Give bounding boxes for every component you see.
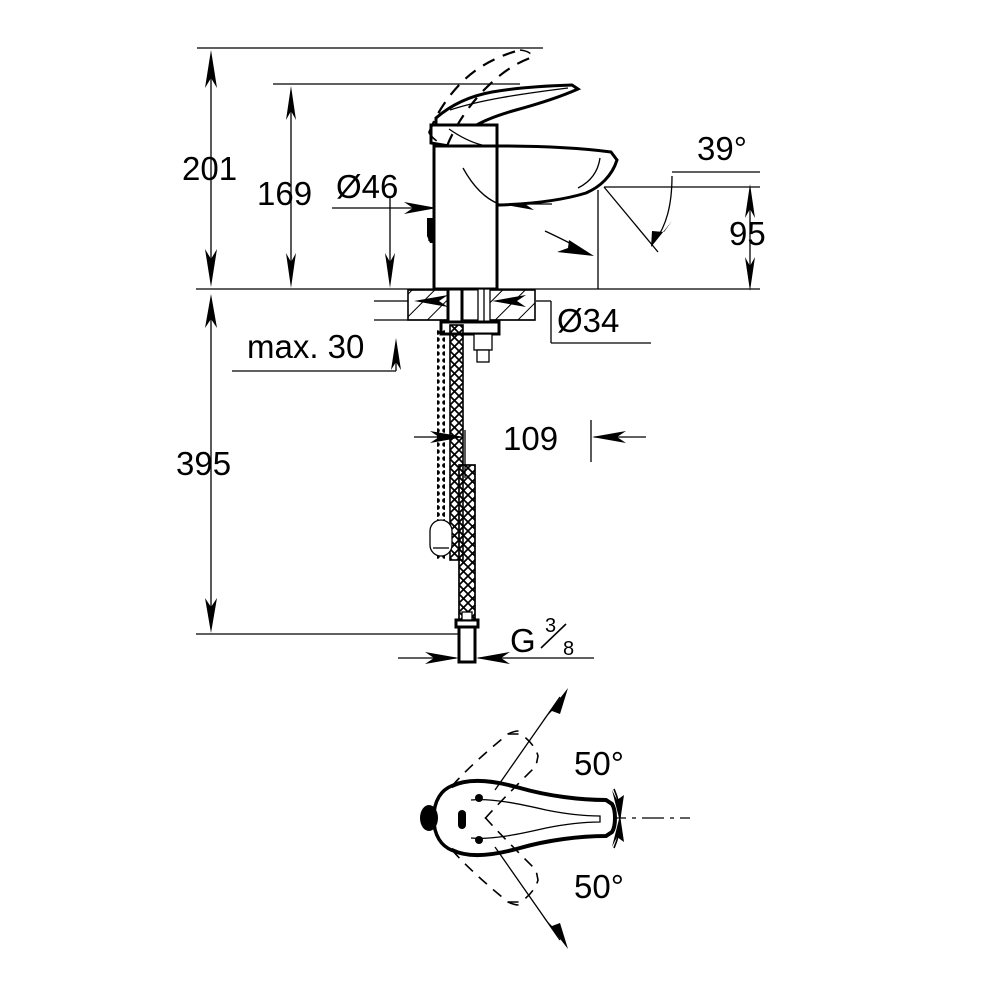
plan-lever-ghost-down — [451, 813, 539, 906]
plan-ghost-up-outline — [451, 733, 539, 823]
plan-lever-inner-seam — [470, 798, 601, 840]
dim-g38-arrow-right — [476, 652, 510, 664]
dim-95-arrow-bottom — [745, 257, 755, 291]
dim-169-label: 169 — [257, 175, 312, 212]
dimension-d46: Ø46 — [332, 168, 437, 214]
dim-39deg-arc-arrow — [651, 221, 672, 247]
dimension-201: 201 — [182, 50, 237, 287]
mounting-shank — [446, 287, 464, 327]
dim-201-arrow-top — [205, 50, 217, 88]
dim-max30-arrow-up — [391, 338, 401, 370]
lever-ghost-lower-edge — [445, 56, 531, 147]
lever-ghost-tip — [519, 49, 533, 59]
dim-d34-arrow — [492, 295, 526, 307]
hose-lower-collar — [461, 611, 473, 621]
dim-d46-ext-arrow — [385, 253, 395, 288]
plan-ghost-down-outline — [451, 813, 539, 903]
hose-lower-braid — [458, 464, 476, 621]
dim-109-arrow-left — [430, 431, 464, 443]
hose-lower-thin-body — [437, 460, 445, 520]
plan-spout-stub — [420, 805, 438, 831]
dim-39deg-label: 39° — [697, 130, 747, 167]
dim-169-arrow-top — [286, 86, 296, 120]
dim-g38-label: G — [510, 622, 536, 659]
faucet-lever-base — [429, 123, 499, 148]
faucet-body-column — [432, 144, 499, 291]
faucet-lever-outline — [434, 83, 582, 134]
dim-max30-label: max. 30 — [247, 328, 364, 365]
dim-50-up-arc-arrow — [612, 790, 624, 822]
plan-index-slot — [458, 810, 466, 829]
mounting-nut — [473, 333, 493, 351]
body-side-nub — [427, 218, 434, 243]
plan-lever-ghost-up — [451, 730, 539, 823]
dim-g38-arrow-left — [425, 652, 459, 664]
faucet-spout-underside — [462, 167, 500, 205]
dim-95-label: 95 — [729, 215, 766, 252]
dim-201-arrow-bottom — [205, 249, 217, 287]
dim-d46-arrow — [404, 202, 437, 214]
hose-lower-tail — [457, 625, 477, 664]
faucet-spout-outline — [495, 144, 619, 207]
plan-lever-solid — [420, 778, 617, 858]
dim-g38-fraction-bar — [540, 623, 567, 649]
dim-39deg-arc — [654, 175, 673, 242]
dim-395-label: 395 — [176, 445, 231, 482]
hose-lower-thin — [429, 460, 453, 557]
dimension-39deg: 39° — [603, 130, 747, 253]
dim-169-arrow-bottom — [286, 253, 296, 288]
deck-slab-right — [484, 289, 536, 321]
dimension-395: 395 — [176, 294, 231, 633]
dim-109-arrow-right — [592, 431, 626, 443]
dim-50-up-arrow — [543, 688, 568, 720]
dim-201-label: 201 — [182, 150, 237, 187]
dimension-109: 109 — [414, 420, 646, 478]
plan-ghost-up-cap — [507, 730, 522, 735]
dim-50-down-label: 50° — [574, 868, 624, 905]
hose-upper-thin-body — [437, 330, 445, 560]
spout-tip-pointer — [544, 230, 594, 256]
dim-d46-extension — [385, 196, 395, 288]
hose-weight — [429, 519, 453, 557]
dim-g38-denominator: 8 — [563, 638, 574, 660]
dimension-50deg-up: 50° — [494, 688, 624, 822]
faucet-lever-seam — [449, 87, 569, 111]
plan-index-dot-upper — [475, 794, 483, 802]
dimension-50deg-down: 50° — [494, 815, 624, 949]
dim-39deg-leader — [603, 186, 659, 253]
dimension-169: 169 — [257, 86, 312, 288]
hose-lower — [454, 464, 480, 664]
dim-g38-numerator: 3 — [545, 615, 556, 637]
dim-max30-arrow-right — [414, 295, 448, 307]
dim-95-arrow-top — [745, 184, 755, 218]
dimension-95: 95 — [729, 184, 766, 291]
faucet-lever — [429, 83, 582, 148]
dim-d34-label: Ø34 — [557, 302, 619, 339]
faucet-spout-lip — [577, 157, 601, 189]
lever-ghost-heel — [428, 132, 448, 147]
dim-d46-label: Ø46 — [336, 168, 398, 205]
dim-109-label: 109 — [503, 420, 558, 457]
dimension-max30: max. 30 — [232, 295, 448, 372]
faucet-lever-ghost — [427, 48, 533, 147]
faucet-lever-base-curve — [448, 128, 483, 146]
dimension-d34: Ø34 — [492, 295, 651, 344]
hose-upper-thin — [437, 330, 445, 560]
plan-index-dot-lower — [475, 836, 483, 844]
dim-395-arrow-top — [205, 294, 217, 328]
dim-50-down-arc-arrow — [612, 815, 624, 847]
faucet-body — [432, 144, 499, 291]
body-side-detail — [427, 218, 434, 243]
dimension-g38: G 3 8 — [398, 615, 594, 664]
dim-50-up-label: 50° — [574, 745, 624, 782]
plan-ghost-down-cap — [507, 901, 522, 906]
dim-395-arrow-bottom — [205, 598, 217, 633]
dim-50-down-arrow — [543, 917, 568, 949]
mounting-nut-tail — [476, 349, 490, 363]
faucet-spout — [462, 144, 619, 207]
spout-tip-arrow — [557, 240, 594, 256]
